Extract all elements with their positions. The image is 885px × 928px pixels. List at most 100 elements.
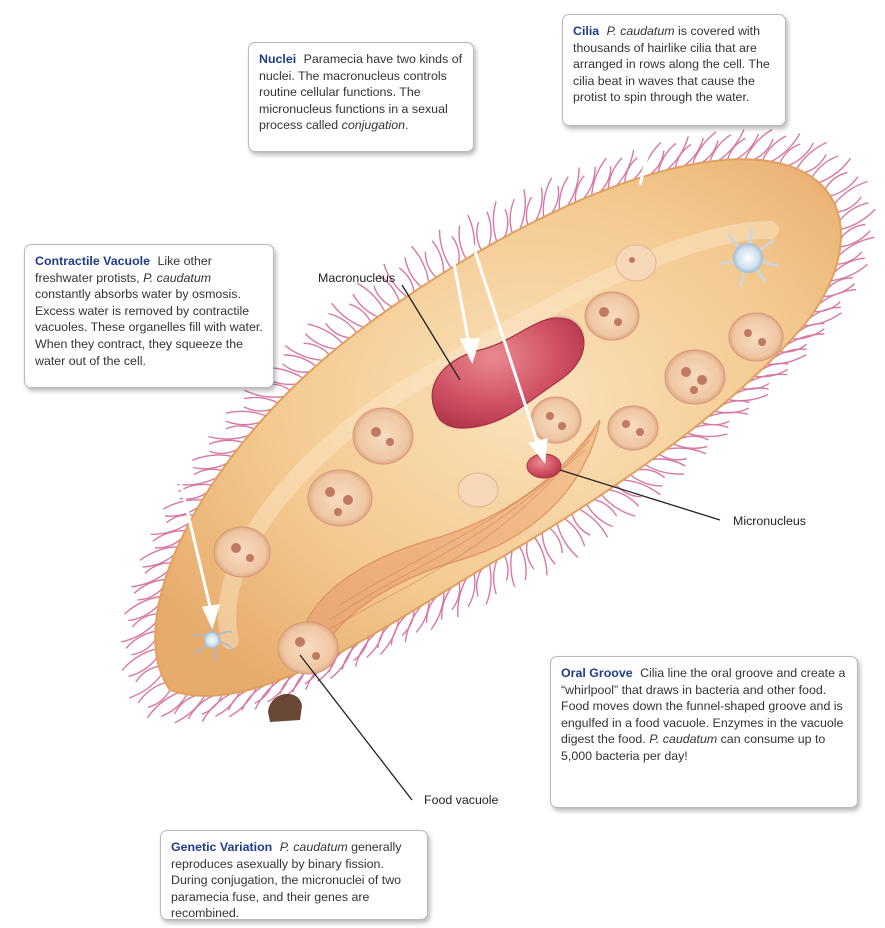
food-vacuole	[353, 408, 413, 464]
cilium	[543, 178, 551, 217]
cilium	[830, 177, 858, 197]
cilium	[177, 478, 217, 485]
cilium	[477, 569, 482, 597]
cilium	[631, 475, 663, 486]
cilium	[244, 397, 278, 402]
cilium	[411, 246, 428, 282]
callout-contractile-italic: P. caudatum	[143, 271, 211, 285]
callout-nuclei: Nuclei Paramecia have two kinds of nucle…	[248, 42, 474, 152]
callout-nuclei-end: .	[405, 118, 408, 132]
callout-genetic-title: Genetic Variation	[171, 840, 272, 854]
cilium	[210, 449, 238, 453]
cilium	[188, 696, 213, 719]
cilium	[505, 556, 509, 584]
cilium	[131, 640, 155, 655]
cilium	[326, 323, 350, 338]
callout-genetic-italic: P. caudatum	[280, 840, 348, 854]
label-macronucleus: Macronucleus	[318, 271, 395, 285]
callout-oral-italic: P. caudatum	[649, 732, 717, 746]
callout-cilia-title: Cilia	[573, 24, 599, 38]
cilium	[209, 436, 249, 439]
cilium	[194, 469, 222, 474]
callout-nuclei-italic: conjugation	[342, 118, 405, 132]
cilium	[693, 132, 717, 164]
cilium	[572, 514, 590, 535]
cilium	[477, 222, 482, 250]
cilium	[468, 574, 475, 607]
cilium	[535, 537, 547, 575]
cilium	[137, 588, 162, 600]
cilium	[487, 212, 491, 246]
cilium	[244, 390, 284, 397]
cilium	[536, 187, 542, 221]
cilium	[771, 133, 800, 161]
cilium	[459, 226, 466, 259]
cilium	[305, 334, 336, 349]
cilium	[226, 426, 254, 429]
callout-oral-title: Oral Groove	[561, 666, 633, 680]
cilium	[175, 696, 205, 723]
callout-nuclei-title: Nuclei	[259, 52, 296, 66]
cilium	[374, 286, 392, 307]
callout-oral-groove: Oral Groove Cilia line the oral groove a…	[550, 656, 858, 808]
label-micronucleus: Micronucleus	[733, 514, 806, 528]
cilium	[559, 177, 568, 210]
food-vacuole	[665, 350, 725, 404]
callout-contractile-title: Contractile Vacuole	[35, 254, 150, 268]
cilium	[526, 197, 531, 225]
cilium	[638, 469, 665, 477]
cilium	[202, 694, 231, 722]
cilium	[520, 189, 525, 229]
cilium	[727, 138, 745, 160]
callout-cilia: Cilia P. caudatum is covered with thousa…	[562, 14, 786, 126]
cilium	[527, 542, 534, 569]
cilium	[193, 463, 227, 468]
cilium	[494, 560, 497, 594]
cilium	[841, 225, 865, 239]
cilium	[565, 519, 585, 547]
food-vacuole	[308, 470, 372, 526]
food-vacuole	[608, 406, 658, 450]
cilium	[510, 199, 514, 233]
cilium	[399, 268, 414, 292]
cilium	[284, 355, 316, 366]
callout-cilia-italic: P. caudatum	[607, 24, 675, 38]
cilium	[805, 155, 826, 173]
cilium	[136, 666, 159, 682]
cilium	[349, 304, 371, 322]
cilium	[504, 209, 507, 237]
cilium	[304, 343, 330, 354]
food-vacuole	[214, 527, 270, 577]
cilium	[838, 197, 862, 212]
cilium	[285, 346, 322, 361]
cilium	[645, 465, 684, 474]
cilium	[329, 314, 357, 333]
cilium	[209, 440, 243, 444]
cilium	[405, 257, 421, 287]
food-vacuole	[729, 313, 783, 361]
food-vacuole	[616, 245, 656, 281]
cilium	[192, 455, 232, 460]
callout-contractile-vacuole: Contractile Vacuole Like other freshwate…	[24, 244, 274, 388]
cilium	[587, 504, 613, 526]
cilium	[825, 172, 848, 189]
cilium	[226, 421, 260, 425]
callout-genetic-variation: Genetic Variation P. caudatum generally …	[160, 830, 428, 920]
cilium	[520, 547, 527, 581]
callout-contractile-text-b: constantly absorbs water by osmosis. Exc…	[35, 287, 263, 367]
food-vacuole	[585, 292, 639, 340]
cilium	[552, 186, 559, 213]
cilium	[493, 201, 496, 241]
cilium	[131, 571, 168, 587]
cilium	[594, 500, 617, 517]
cilium	[666, 448, 706, 454]
food-vacuole	[531, 397, 581, 443]
cilium	[244, 407, 272, 411]
cilium	[226, 411, 266, 415]
label-food-vacuole: Food vacuole	[424, 793, 498, 807]
cilium	[202, 695, 222, 714]
cilium	[694, 425, 728, 428]
food-vacuole	[458, 473, 498, 507]
cilium	[486, 565, 491, 605]
